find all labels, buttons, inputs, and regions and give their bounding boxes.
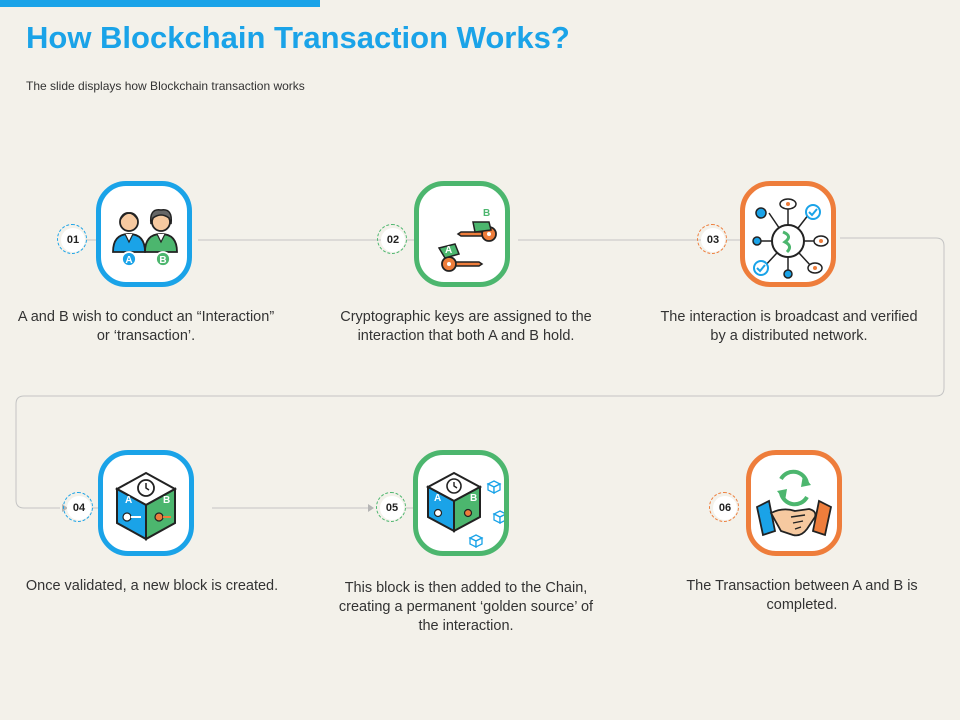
network-icon: [752, 198, 829, 279]
step-5-number-badge: 05: [376, 492, 406, 522]
step-1-icon-box: A B: [96, 181, 192, 287]
handshake-icon: [755, 469, 833, 537]
svg-text:B: B: [159, 255, 166, 266]
step-3-description: The interaction is broadcast and verifie…: [660, 309, 918, 344]
chain-cube-icon: A B: [425, 471, 504, 549]
page-subtitle: The slide displays how Blockchain transa…: [26, 79, 305, 93]
block-cube-icon: A B: [114, 471, 178, 541]
step-6-number-badge: 06: [709, 492, 739, 522]
step-1-description: A and B wish to conduct an “Interaction”…: [17, 309, 275, 344]
svg-text:B: B: [163, 495, 170, 506]
step-2-description: Cryptographic keys are assigned to the i…: [340, 309, 592, 344]
svg-text:A: A: [434, 493, 441, 504]
svg-text:B: B: [483, 208, 490, 219]
step-4-number-badge: 04: [63, 492, 93, 522]
step-4-description: Once validated, a new block is created.: [25, 578, 279, 594]
svg-text:A: A: [445, 245, 452, 256]
keys-icon: B A: [437, 208, 497, 272]
svg-text:A: A: [125, 495, 132, 506]
svg-text:B: B: [470, 493, 477, 504]
step-3-icon-box: [740, 181, 836, 287]
step-2-icon-box: B A: [414, 181, 510, 287]
step-3-number-badge: 03: [697, 224, 727, 254]
step-6-icon-box: [746, 450, 842, 556]
step-5-icon-box: A B: [413, 450, 509, 556]
step-1-number-badge: 01: [57, 224, 87, 254]
page-title: How Blockchain Transaction Works?: [26, 20, 570, 55]
top-accent-bar: [0, 0, 320, 7]
svg-text:A: A: [125, 255, 132, 266]
step-6-description: The Transaction between A and B is compl…: [686, 578, 918, 613]
people-a-b-icon: A B: [112, 209, 178, 267]
step-5-description: This block is then added to the Chain, c…: [338, 580, 594, 634]
step-4-icon-box: A B: [98, 450, 194, 556]
step-2-number-badge: 02: [377, 224, 407, 254]
